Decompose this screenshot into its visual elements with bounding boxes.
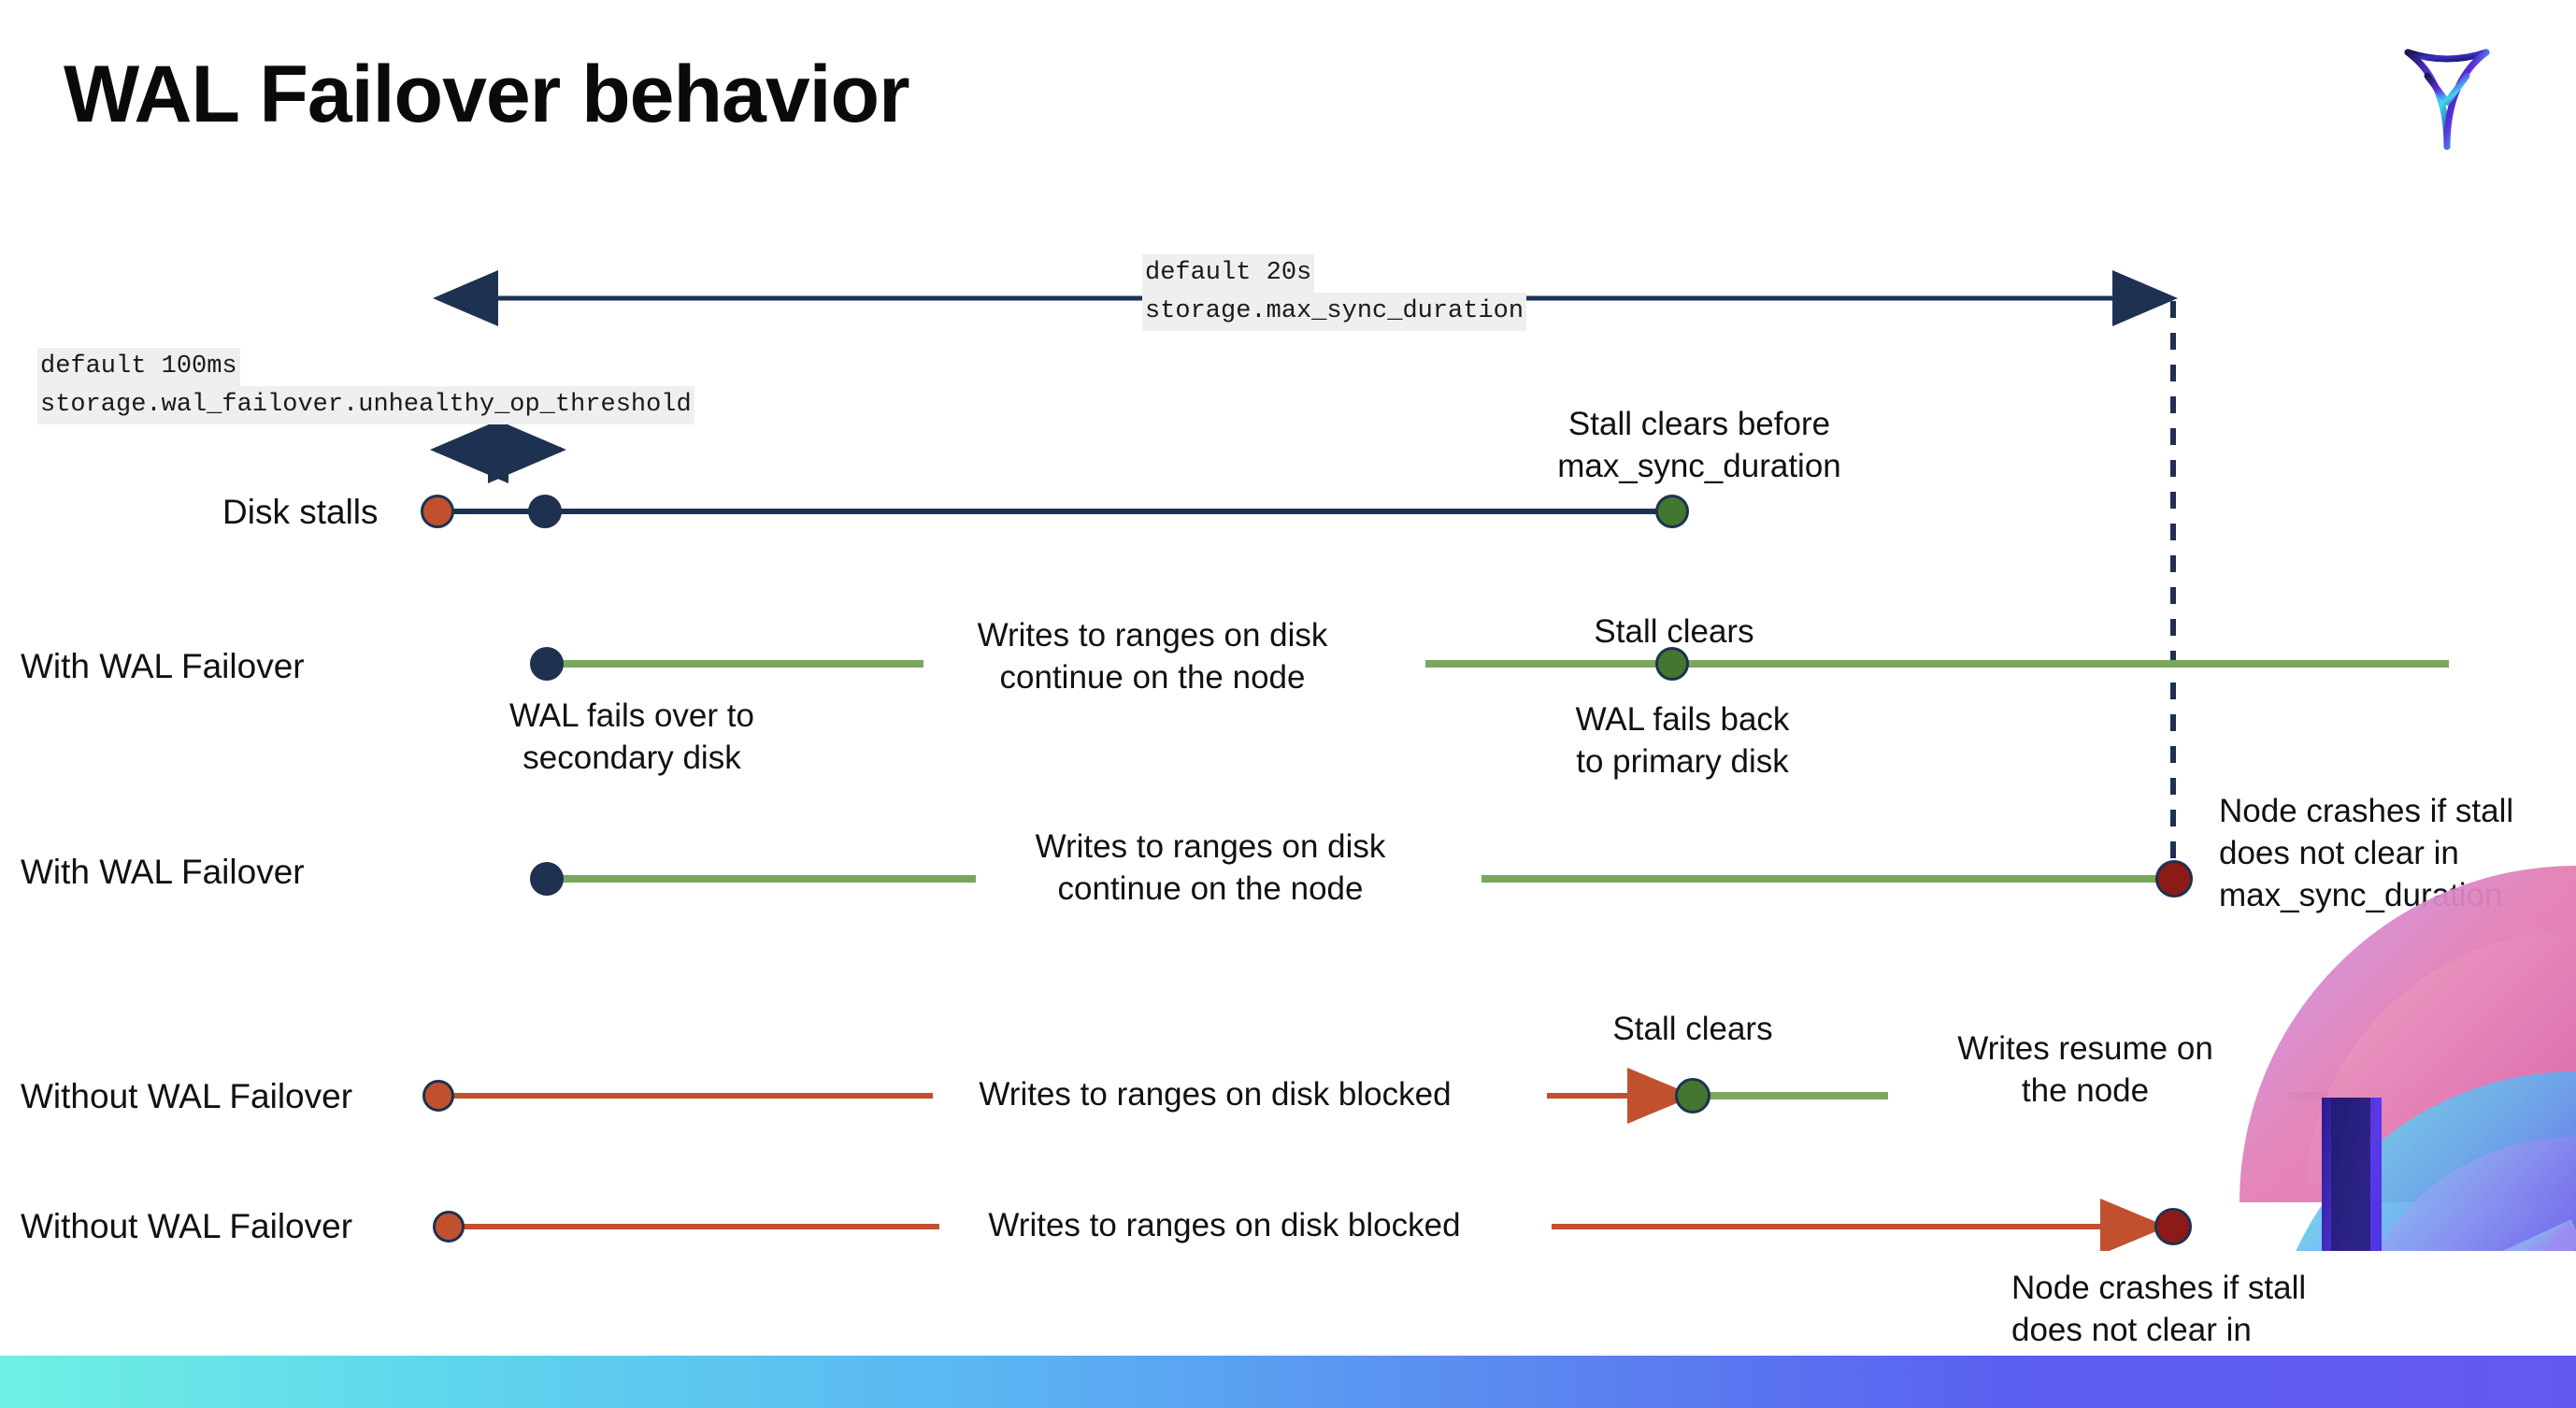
- note-writes-blocked-row4: Writes to ranges on disk blocked: [979, 1076, 1452, 1113]
- node-crash-dot-row3: [2155, 860, 2193, 898]
- row-label-without-wal-failover-2: Without WAL Failover: [21, 1207, 353, 1245]
- bottom-gradient-bar: [0, 1356, 2576, 1408]
- row-label-without-wal-failover-1: Without WAL Failover: [21, 1077, 353, 1115]
- note-stall-clears-row4: Stall clears: [1612, 1011, 1773, 1047]
- without-failover-crash-red-line-a: [449, 1224, 939, 1229]
- disk-stall-start-dot: [421, 495, 454, 528]
- with-failover-crash-green-line-a: [546, 875, 976, 883]
- note-writes-continue-row2: Writes to ranges on disk continue on the…: [977, 617, 1328, 696]
- with-failover-green-line-a: [546, 660, 923, 668]
- note-wal-fails-over: WAL fails over to secondary disk: [509, 697, 754, 776]
- note-stall-clears-before: Stall clears before max_sync_duration: [1557, 406, 1841, 484]
- note-writes-resume-row4: Writes resume on the node: [1957, 1030, 2213, 1109]
- without-failover-red-line-a: [439, 1093, 933, 1099]
- disk-stalls-timeline: [439, 509, 1673, 514]
- note-wal-fails-back: WAL fails back to primary disk: [1575, 701, 1790, 780]
- row-label-with-wal-failover-2: With WAL Failover: [21, 853, 305, 891]
- disk-stall-start-dot-row4: [422, 1080, 454, 1112]
- stall-clears-dot-row2: [1655, 647, 1689, 681]
- max-sync-duration-annotation: default 20s storage.max_sync_duration: [1142, 254, 1527, 332]
- wal-failover-to-secondary-dot-2: [530, 862, 564, 896]
- row-label-with-wal-failover-1: With WAL Failover: [21, 647, 305, 685]
- row-label-disk-stalls: Disk stalls: [222, 493, 379, 531]
- note-stall-clears-row2: Stall clears: [1594, 613, 1754, 650]
- unhealthy-default-label: default 100ms: [37, 348, 240, 387]
- note-writes-blocked-row5: Writes to ranges on disk blocked: [988, 1207, 1461, 1243]
- note-writes-continue-row3: Writes to ranges on disk continue on the…: [1035, 828, 1386, 907]
- disk-stall-start-dot-row5: [433, 1211, 465, 1243]
- stall-clears-dot-row1: [1655, 495, 1689, 528]
- page-title: WAL Failover behavior: [64, 50, 910, 139]
- unhealthy-setting-label: storage.wal_failover.unhealthy_op_thresh…: [37, 386, 694, 425]
- unhealthy-op-threshold-annotation: default 100ms storage.wal_failover.unhea…: [37, 348, 694, 425]
- with-failover-green-line-b: [1425, 660, 2449, 668]
- wal-failover-to-secondary-dot: [530, 647, 564, 681]
- wal-failover-trigger-dot: [528, 495, 562, 528]
- stall-clears-dot-row4: [1675, 1078, 1710, 1113]
- without-failover-green-line-a: [1696, 1092, 1888, 1099]
- with-failover-crash-green-line-b: [1481, 875, 2173, 883]
- cockroachdb-logo-icon: [2382, 26, 2512, 157]
- max-sync-default-label: default 20s: [1142, 254, 1315, 294]
- node-crash-dot-row5: [2154, 1208, 2192, 1245]
- max-sync-setting-label: storage.max_sync_duration: [1142, 293, 1527, 332]
